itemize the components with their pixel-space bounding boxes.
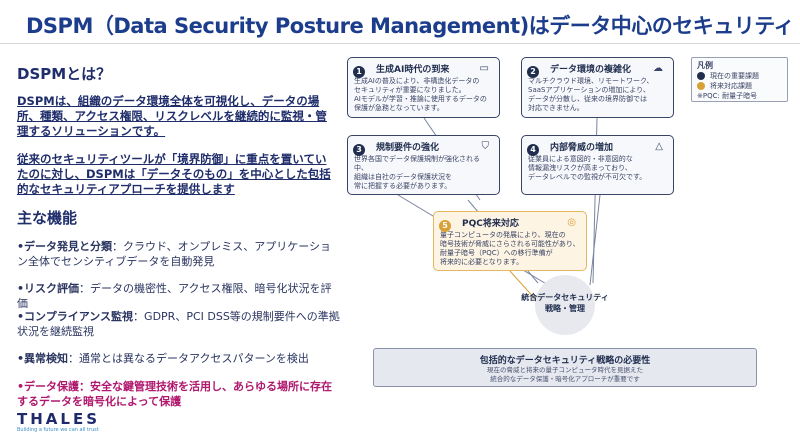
logo-name: THALES (17, 410, 101, 428)
legend-title: 凡例 (697, 61, 713, 70)
card-body: 従業員による意図的・非意図的な 情報漏洩リスクが高まっており、 データレベルでの… (528, 155, 647, 181)
card-body: 世界各国でデータ保護規制が強化される中、 組織は自社のデータ保護状況を 常に把握… (354, 155, 480, 190)
feature-item: •コンプライアンス監視：GDPR、PCI DSS等の規制要件への準拠状況を継続監… (17, 309, 342, 339)
card-number: 2 (527, 66, 539, 78)
feature-item: •データ保護：安全な鍵管理技術を活用し、あらゆる場所に存在するデータを暗号化によ… (17, 379, 342, 409)
future-dot-icon (697, 82, 705, 90)
hub-label: 統合データセキュリティ 戦略・管理 (490, 292, 640, 314)
hub-line2: 戦略・管理 (545, 304, 585, 313)
card-insider-threat: 4 内部脅威の増加 △ 従業員による意図的・非意図的な 情報漏洩リスクが高まって… (521, 135, 674, 195)
feature-item: •データ発見と分類：クラウド、オンプレミス、アプリケーション全体でセンシティブデ… (17, 239, 342, 269)
card-data-complexity: 2 データ環境の複雑化 ☁ マルチクラウド環境、リモートワーク、 SaaSアプリ… (521, 57, 674, 118)
logo-tagline: Building a future we can all trust (17, 427, 99, 433)
intro-paragraph: DSPMは、組織のデータ環境全体を可視化し、データの場所、種類、アクセス権限、リ… (17, 94, 327, 138)
warning-icon: △ (655, 141, 663, 152)
legend-note: ※PQC: 耐量子暗号 (697, 92, 758, 100)
cloud-icon: ☁ (653, 63, 663, 74)
contrast-paragraph: 従来のセキュリティツールが「境界防御」に重点を置いていたのに対し、DSPMは「デ… (17, 152, 331, 196)
card-number: 3 (353, 144, 365, 156)
monitor-icon: ▭ (479, 63, 489, 74)
card-number: 4 (527, 144, 539, 156)
feature-label: •データ発見と分類 (17, 240, 113, 253)
legend-current: 現在の重要課題 (710, 72, 759, 80)
feature-text: ：データの機密性、アクセス権限、暗号化状況を評価 (17, 282, 332, 310)
card-title: 内部脅威の増加 (550, 143, 614, 153)
what-heading: DSPMとは？ (17, 65, 112, 83)
card-body: マルチクラウド環境、リモートワーク、 SaaSアプリケーションの増加により、 デ… (528, 77, 654, 112)
card-body: 量子コンピュータの発展により、現在の 暗号技術が脅威にさらされる可能性があり、 … (440, 231, 580, 266)
hub-line1: 統合データセキュリティ (521, 293, 609, 302)
legend: 凡例 現在の重要課題 将来対応課題 ※PQC: 耐量子暗号 (691, 57, 788, 102)
card-title: PQC将来対応 (462, 219, 519, 229)
hub-circle (535, 275, 595, 335)
card-number: 1 (353, 66, 365, 78)
card-regulation: 3 規制要件の強化 ⛉ 世界各国でデータ保護規制が強化される中、 組織は自社のデ… (347, 135, 500, 195)
feature-text: ：安全な鍵管理技術を活用し、あらゆる場所に存在するデータを暗号化によって保護 (17, 380, 333, 408)
feature-text: ：通常とは異なるデータアクセスパターンを検出 (68, 352, 309, 365)
features-heading: 主な機能 (17, 209, 78, 227)
card-number: 5 (439, 220, 451, 232)
card-body: 生成AIの普及により、非構造化データの セキュリティが重要になりました。 AIモ… (354, 77, 487, 112)
feature-item: •異常検知：通常とは異なるデータアクセスパターンを検出 (17, 351, 342, 366)
summary-body: 現在の脅威と将来の量子コンピュータ時代を見据えた 統合的なデータ保護・暗号化アプ… (487, 366, 643, 383)
feature-label: •コンプライアンス監視 (17, 310, 134, 323)
title-divider (0, 43, 800, 44)
card-title: 生成AI時代の到来 (376, 65, 450, 75)
quantum-icon: ◎ (567, 217, 576, 228)
legend-future: 将来対応課題 (710, 82, 752, 90)
feature-text: ：GDPR、PCI DSS等の規制要件への準拠状況を継続監視 (17, 310, 340, 338)
card-generative-ai: 1 生成AI時代の到来 ▭ 生成AIの普及により、非構造化データの セキュリティ… (347, 57, 500, 118)
card-title: 規制要件の強化 (376, 143, 440, 153)
summary-title: 包括的なデータセキュリティ戦略の必要性 (479, 356, 651, 366)
thales-logo: THALES Building a future we can all trus… (17, 410, 101, 434)
feature-text: ：クラウド、オンプレミス、アプリケーション全体でセンシティブデータを自動発見 (17, 240, 332, 268)
card-title: データ環境の複雑化 (550, 65, 632, 75)
feature-label: •異常検知 (17, 352, 69, 365)
feature-label: •リスク評価 (17, 282, 80, 295)
summary-box: 包括的なデータセキュリティ戦略の必要性 現在の脅威と将来の量子コンピュータ時代を… (373, 348, 757, 387)
shield-icon: ⛉ (481, 141, 490, 152)
current-dot-icon (697, 72, 705, 80)
feature-label: •データ保護 (17, 380, 80, 393)
card-pqc: 5 PQC将来対応 ◎ 量子コンピュータの発展により、現在の 暗号技術が脅威にさ… (433, 211, 587, 271)
feature-item: •リスク評価：データの機密性、アクセス権限、暗号化状況を評価 (17, 281, 342, 311)
page-title: DSPM（Data Security Posture Management)はデ… (26, 14, 794, 38)
